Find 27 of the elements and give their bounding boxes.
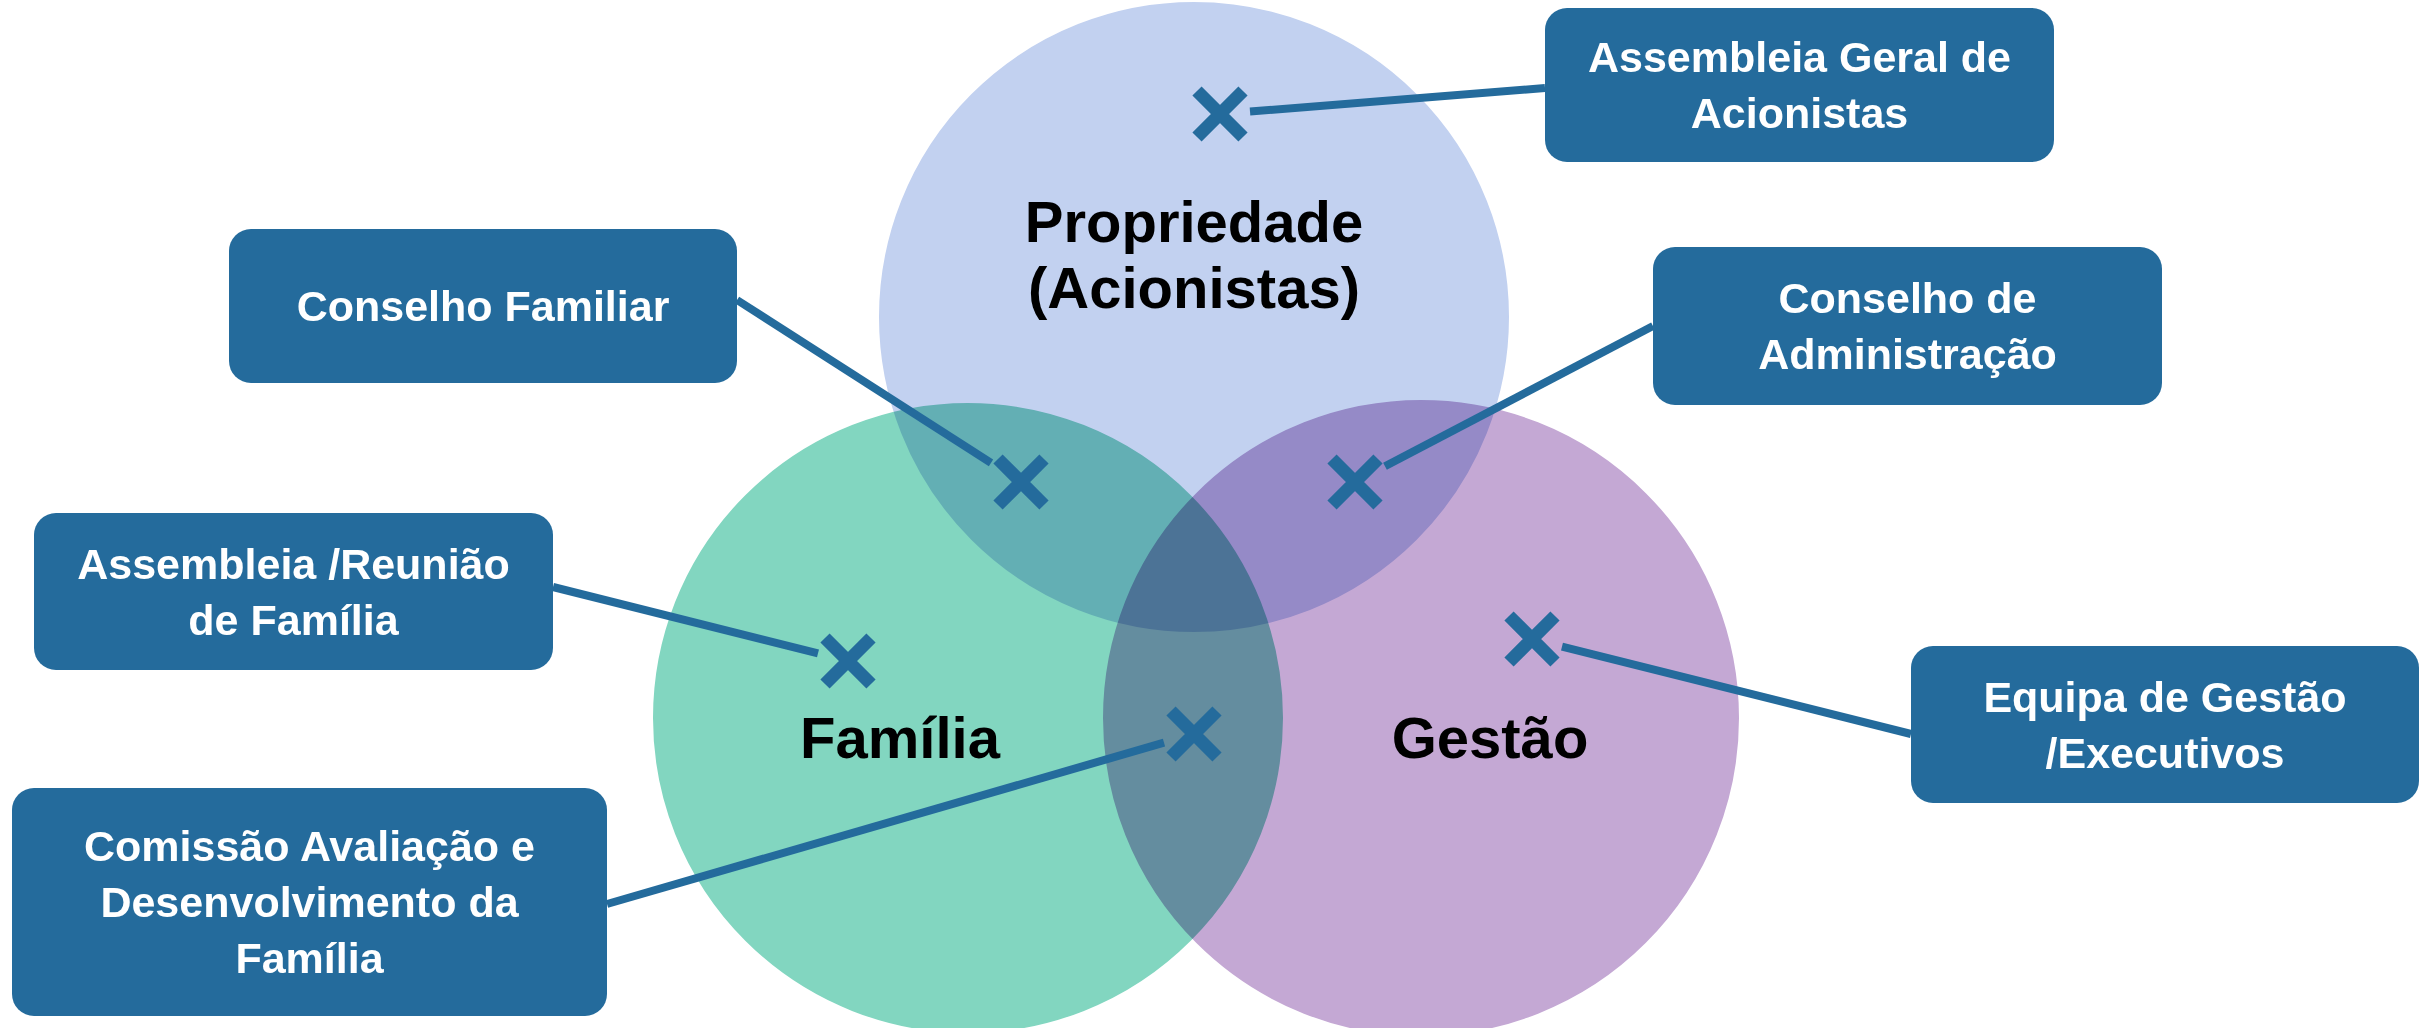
cross-marker (1325, 452, 1385, 512)
callout-text: Equipa de Gestão /Executivos (1982, 671, 2348, 779)
callout-box (1545, 8, 2054, 162)
callout-text: Assembleia /Reunião de Família (76, 538, 511, 646)
callout-text: Assembleia Geral de Acionistas (1586, 32, 2013, 139)
callout-text: Comissão Avaliação e Desenvolvimento da Família (83, 821, 536, 984)
leader-line (1383, 322, 1655, 470)
callout-text: Conselho Familiar (296, 281, 670, 332)
cross-marker (1164, 704, 1224, 764)
callout-text: Conselho de Administração (1757, 273, 2058, 380)
callout-box (12, 788, 607, 1016)
leader-line (734, 296, 994, 467)
callout-box (1911, 646, 2419, 803)
callout-box (1653, 247, 2162, 405)
leader-line (1249, 84, 1546, 116)
callout-box (34, 513, 553, 670)
callout-box (229, 229, 737, 383)
cross-marker (1190, 84, 1250, 144)
leader-line (605, 738, 1166, 908)
cross-marker (991, 452, 1051, 512)
cross-marker (818, 631, 878, 691)
leader-line (552, 583, 819, 658)
circle-label: Propriedade (Acionistas) (1023, 189, 1365, 321)
circle-label: Gestão (1391, 705, 1589, 771)
cross-marker (1502, 609, 1562, 669)
circle-label: Família (800, 705, 1000, 771)
leader-line (1561, 642, 1912, 738)
